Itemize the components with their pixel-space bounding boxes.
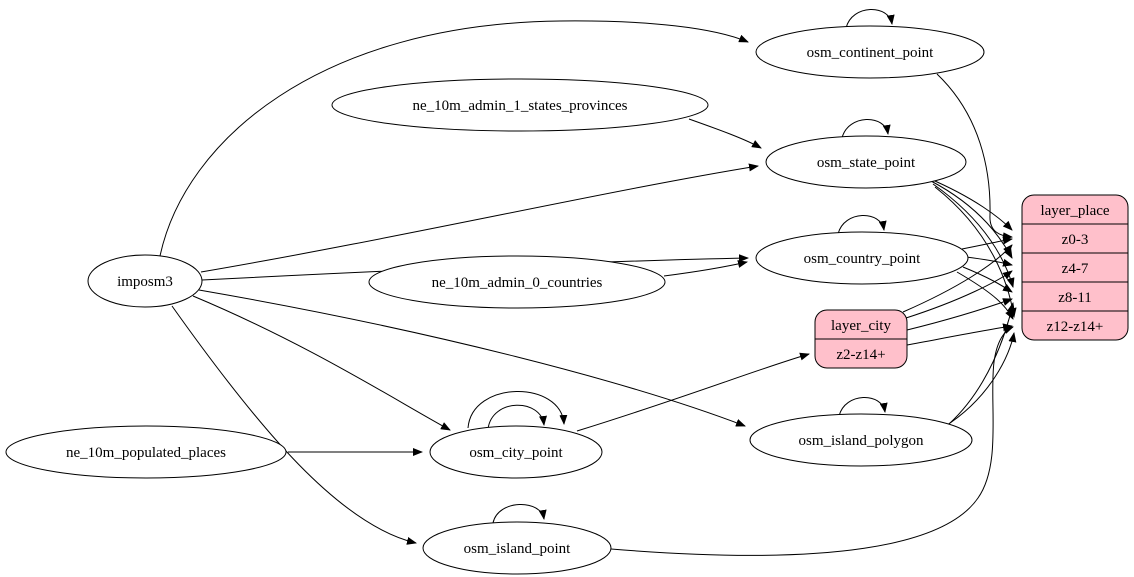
edge-imposm3-osm_island_polygon xyxy=(198,289,746,427)
edge-ne_10m_admin_0_countries-osm_country_point xyxy=(663,260,748,277)
edge-osm_country_point-layer_place-z12-z14 xyxy=(956,271,1014,320)
layer_place-title: layer_place xyxy=(1040,203,1109,219)
node-osm_island_point: osm_island_point xyxy=(422,521,612,575)
ne_10m_populated_places-label: ne_10m_populated_places xyxy=(66,445,226,461)
node-imposm3: imposm3 xyxy=(87,254,203,308)
osm_country_point-shape xyxy=(755,231,969,285)
edge-osm_country_point-layer_place-z4-7 xyxy=(965,256,1013,267)
edges xyxy=(159,9,1017,556)
edge-osm_state_point-layer_place-z0-3 xyxy=(927,177,1013,231)
edge-selfloop-outer-osm_city_point xyxy=(467,391,568,429)
edge-osm_island_point-layer_place-z12-z14 xyxy=(610,326,1014,556)
edge-imposm3-osm_continent_point xyxy=(159,20,749,257)
osm_island_polygon-shape xyxy=(749,413,973,467)
osm_island_point-shape xyxy=(422,521,612,575)
node-osm_city_point: osm_city_point xyxy=(429,425,603,479)
osm_island_point-label: osm_island_point xyxy=(464,541,572,557)
osm_country_point-label: osm_country_point xyxy=(804,251,921,267)
node-layer_city: layer_city z2-z14+ xyxy=(814,309,908,369)
ne_10m_admin_1_states_provinces-label: ne_10m_admin_1_states_provinces xyxy=(413,98,628,114)
edge-layer_city-layer_place-z0-3 xyxy=(902,244,1013,313)
layer_place-row-z12-z14: z12-z14+ xyxy=(1047,319,1104,335)
osm_state_point-shape xyxy=(765,135,967,189)
layer_city-row-z2-z14: z2-z14+ xyxy=(836,347,885,363)
edge-osm_country_point-layer_place-z8-11 xyxy=(962,266,1013,293)
osm_continent_point-label: osm_continent_point xyxy=(807,45,934,61)
layer_place-row-z0-3: z0-3 xyxy=(1062,232,1089,248)
edge-layer_city-layer_place-z12-z14 xyxy=(906,323,1013,346)
osm_city_point-shape xyxy=(429,425,603,479)
edge-selfloop-inner-osm_city_point xyxy=(487,404,547,430)
node-osm_continent_point: osm_continent_point xyxy=(755,25,985,79)
layer_city-title: layer_city xyxy=(831,318,891,334)
osm_city_point-label: osm_city_point xyxy=(469,445,563,461)
node-layer_place: layer_place z0-3 z4-7 z8-11 z12-z14+ xyxy=(1021,194,1129,341)
edge-selfloop-osm_island_point xyxy=(492,504,547,524)
edge-osm_city_point-layer_city-z2-z14 xyxy=(576,352,810,432)
edge-selfloop-osm_continent_point xyxy=(845,9,895,29)
edge-osm_continent_point-layer_place-z0-3 xyxy=(936,73,1013,241)
imposm3-shape xyxy=(87,254,203,308)
edge-osm_country_point-layer_place-z0-3 xyxy=(961,236,1013,250)
node-osm_state_point: osm_state_point xyxy=(765,135,967,189)
edge-osm_island_polygon-layer_place-z8-11 xyxy=(948,302,1015,425)
ne_10m_admin_0_countries-shape xyxy=(368,255,666,309)
ne_10m_admin_0_countries-label: ne_10m_admin_0_countries xyxy=(432,275,603,291)
osm_continent_point-shape xyxy=(755,25,985,79)
edge-layer_city-layer_place-z8-11 xyxy=(906,298,1013,331)
node-ne_10m_populated_places: ne_10m_populated_places xyxy=(5,425,287,479)
ne_10m_populated_places-shape xyxy=(5,425,287,479)
osm_state_point-label: osm_state_point xyxy=(817,155,916,171)
ne_10m_admin_1_states_provinces-shape xyxy=(331,78,709,132)
layer_place-row-z4-7: z4-7 xyxy=(1062,261,1089,277)
edge-imposm3-osm_city_point xyxy=(192,295,451,431)
node-osm_island_polygon: osm_island_polygon xyxy=(749,413,973,467)
edge-layer_city-layer_place-z4-7 xyxy=(905,270,1013,319)
imposm3-label: imposm3 xyxy=(117,274,173,290)
edge-imposm3-osm_island_point xyxy=(171,305,417,545)
node-osm_country_point: osm_country_point xyxy=(755,231,969,285)
edge-osm_island_polygon-layer_place-z12-z14 xyxy=(943,332,1017,428)
layer_place-shape xyxy=(1021,194,1129,341)
node-ne_10m_admin_1_states_provinces: ne_10m_admin_1_states_provinces xyxy=(331,78,709,132)
node-ne_10m_admin_0_countries: ne_10m_admin_0_countries xyxy=(368,255,666,309)
layer_place-row-z8-11: z8-11 xyxy=(1058,290,1092,306)
osm_island_polygon-label: osm_island_polygon xyxy=(798,433,924,449)
edge-ne_10m_admin_1_states_provinces-osm_state_point xyxy=(688,118,762,149)
edge-imposm3-osm_state_point xyxy=(200,163,759,273)
edge-selfloop-osm_island_polygon xyxy=(838,397,888,417)
edge-selfloop-osm_state_point xyxy=(841,119,891,139)
edge-selfloop-osm_country_point xyxy=(837,215,887,235)
